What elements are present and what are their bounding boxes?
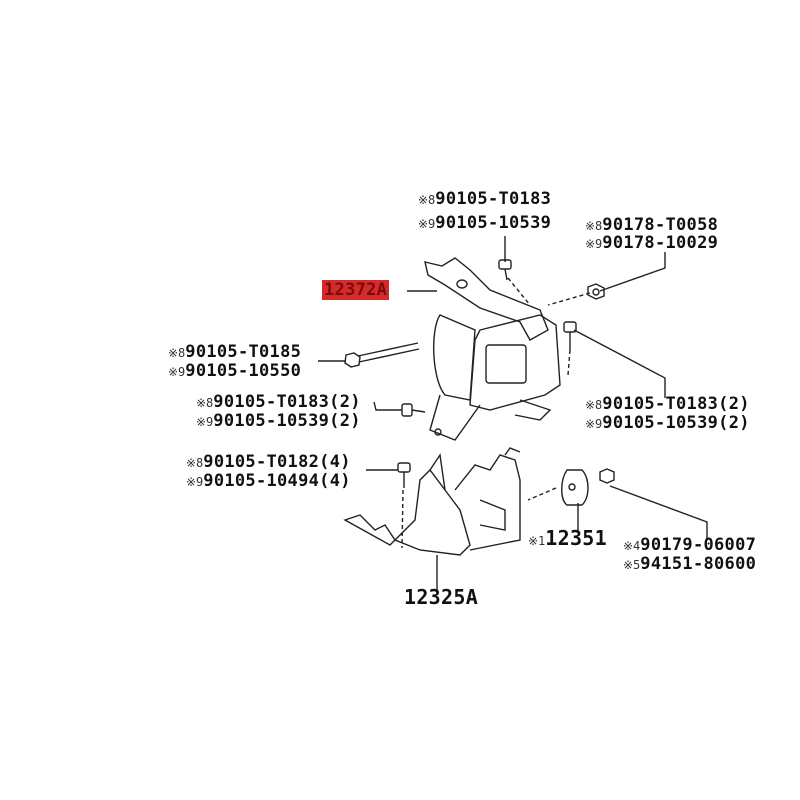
upper-bracket-12372A: [424, 257, 561, 441]
callout-left-bolt-2: ※990105-10539(2): [196, 412, 361, 432]
part-number: 90105-T0183(2): [602, 394, 750, 414]
part-number: 12351: [545, 526, 607, 550]
callout-top-right-nut-2: ※990178-10029: [585, 234, 718, 254]
callout-lower-bolt-2: ※990105-10494(4): [186, 472, 351, 492]
callout-top-bolt-2: ※990105-10539: [418, 214, 551, 234]
prefix: ※9: [196, 415, 214, 429]
long-bolt-icon: [344, 342, 420, 368]
callout-lower-nut-1: ※490179-06007: [623, 536, 756, 556]
part-number: 90178-T0058: [602, 215, 719, 235]
callout-right-bolt-1: ※890105-T0183(2): [585, 395, 750, 415]
prefix: ※8: [168, 346, 186, 360]
callout-top-bolt-1: ※890105-T0183: [418, 190, 551, 210]
prefix: ※8: [418, 193, 436, 207]
callout-lower-nut-2: ※594151-80600: [623, 555, 756, 575]
prefix: ※8: [585, 219, 603, 233]
left-bolt-icon: [401, 403, 426, 417]
assembly-dashed-lines: [401, 277, 591, 549]
part-number: 90105-T0185: [185, 342, 302, 362]
prefix: ※9: [585, 417, 603, 431]
part-number: 90105-10539: [435, 213, 552, 233]
prefix: ※4: [623, 539, 641, 553]
callout-left-bolt-1: ※890105-T0183(2): [196, 393, 361, 413]
prefix: ※8: [186, 456, 204, 470]
part-number: 12325A: [404, 585, 479, 609]
prefix: ※8: [196, 396, 214, 410]
callout-insulator-12351: ※112351: [528, 526, 607, 551]
prefix: ※9: [186, 475, 204, 489]
callout-long-bolt-1: ※890105-T0185: [168, 343, 301, 363]
prefix: ※1: [528, 534, 546, 548]
callout-top-right-nut-1: ※890178-T0058: [585, 216, 718, 236]
part-number: 90105-10494(4): [203, 471, 351, 491]
callout-bracket-12372A[interactable]: 12372A: [322, 280, 390, 300]
top-bolt-icon: [498, 259, 512, 281]
lower-nut-icon: [599, 468, 615, 484]
insulator-12351-icon: [561, 469, 589, 506]
callout-long-bolt-2: ※990105-10550: [168, 362, 301, 382]
lower-bolt-icon: [397, 462, 411, 488]
callout-lower-bracket-12325A: 12325A: [404, 585, 479, 609]
highlighted-part-number[interactable]: 12372A: [322, 280, 390, 300]
callout-right-bolt-2: ※990105-10539(2): [585, 414, 750, 434]
prefix: ※5: [623, 558, 641, 572]
part-number: 90105-10550: [185, 361, 302, 381]
part-number: 90105-10539(2): [213, 411, 361, 431]
part-number: 90105-T0183: [435, 189, 552, 209]
part-number: 94151-80600: [640, 554, 757, 574]
part-number: 90179-06007: [640, 535, 757, 555]
top-right-nut-icon: [587, 283, 605, 300]
callout-lower-bolt-1: ※890105-T0182(4): [186, 453, 351, 473]
leader-lines: [318, 236, 708, 590]
right-bolt-icon: [563, 321, 577, 350]
part-number: 90105-10539(2): [602, 413, 750, 433]
part-number: 90178-10029: [602, 233, 719, 253]
lower-bracket-12325A: [343, 447, 521, 556]
prefix: ※9: [585, 237, 603, 251]
prefix: ※9: [168, 365, 186, 379]
prefix: ※9: [418, 217, 436, 231]
part-number: 90105-T0183(2): [213, 392, 361, 412]
part-number: 90105-T0182(4): [203, 452, 351, 472]
prefix: ※8: [585, 398, 603, 412]
